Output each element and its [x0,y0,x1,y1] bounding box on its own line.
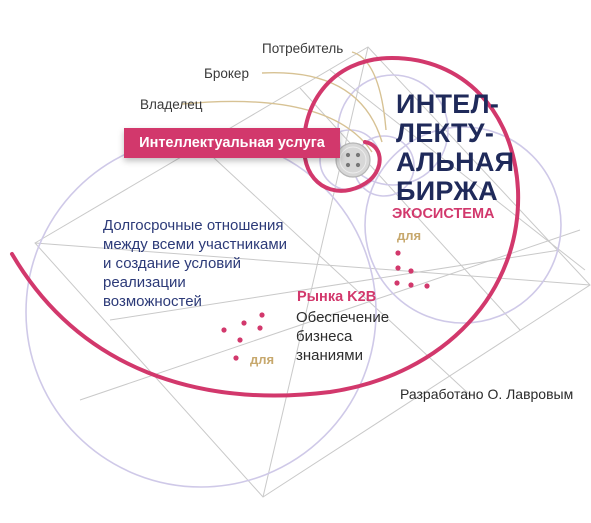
ecosystem-heading: ЭКОСИСТЕМА [392,206,495,222]
role-connector-arcs [181,51,387,153]
relationships-text: Долгосрочные отношения между всеми участ… [103,217,288,310]
ecosystem-dots [394,250,430,289]
role-consumer: Потребитель [262,41,344,56]
k2b-text: Обеспечение бизнеса знаниями [296,309,390,364]
exchange-title: ИНТЕЛ- ЛЕКТУ- АЛЬНАЯ БИРЖА [396,89,515,206]
role-broker: Брокер [204,66,249,81]
button-icon [335,142,371,178]
role-owner: Владелец [140,97,203,112]
intellectual-service-badge: Интеллектуальная услуга [124,128,340,158]
golden-spiral [10,55,521,398]
k2b-heading: Рынка K2B [297,289,377,305]
k2b-dots [221,312,265,361]
ecosystem-for-label: для [397,228,422,243]
k2b-for-label: для [250,352,275,367]
author-credit: Разработано О. Лавровым [400,386,574,402]
